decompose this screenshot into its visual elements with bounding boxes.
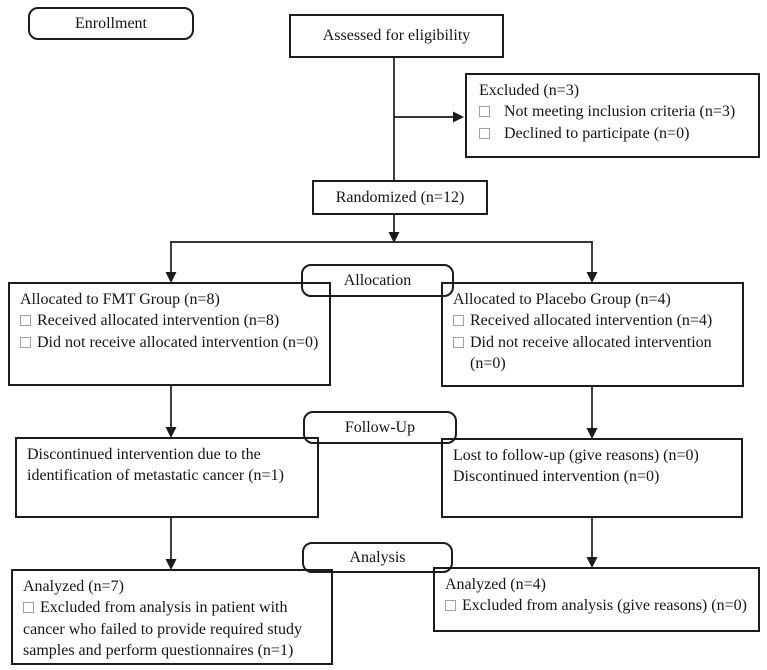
fmt-allocation-item: Did not receive allocated intervention (…: [20, 332, 321, 353]
fmt-allocation-title: Allocated to FMT Group (n=8): [20, 291, 220, 308]
stage-label-analysis: Analysis: [302, 542, 453, 573]
checkbox-icon: [20, 336, 31, 348]
excluded-item-text: Not meeting inclusion criteria (n=3): [504, 103, 736, 121]
assessed-text: Assessed for eligibility: [322, 27, 471, 45]
arrowhead-excluded: [453, 111, 464, 123]
checkbox-icon: [20, 315, 31, 327]
randomized-text: Randomized (n=12): [335, 188, 465, 206]
placebo-allocation-item-text: Received allocated intervention (n=4): [470, 312, 713, 330]
placebo-analysis-item: Excluded from analysis (give reasons) (n…: [445, 595, 750, 616]
arrowhead-placebo-analysis: [586, 557, 598, 568]
placebo-followup-box: Lost to follow-up (give reasons) (n=0) D…: [441, 438, 743, 518]
excluded-item: Not meeting inclusion criteria (n=3): [479, 101, 750, 122]
stage-label-text: Analysis: [349, 548, 406, 566]
placebo-allocation-box: Allocated to Placebo Group (n=4) Receive…: [441, 282, 744, 387]
placebo-analysis-item-text: Excluded from analysis (give reasons) (n…: [462, 597, 747, 615]
fmt-allocation-item-text: Did not receive allocated intervention (…: [37, 333, 319, 351]
excluded-box: Excluded (n=3) Not meeting inclusion cri…: [465, 73, 760, 158]
placebo-followup-line: Discontinued intervention (n=0): [453, 468, 660, 486]
placebo-allocation-item-text: Did not receive allocated intervention (…: [470, 333, 712, 372]
fmt-analysis-box: Analyzed (n=7) Excluded from analysis in…: [11, 569, 333, 665]
stage-label-follow-up: Follow-Up: [303, 411, 457, 444]
stage-label-enrollment: Enrollment: [28, 7, 194, 40]
arrowhead-placebo-followup: [586, 428, 598, 439]
checkbox-icon: [23, 602, 34, 614]
arrowhead-branch: [388, 232, 400, 243]
stage-label-allocation: Allocation: [301, 264, 454, 297]
randomized-box: Randomized (n=12): [312, 180, 488, 215]
fmt-allocation-item: Received allocated intervention (n=8): [20, 310, 321, 331]
checkbox-icon: [445, 600, 456, 612]
stage-label-text: Allocation: [343, 271, 412, 289]
assessed-for-eligibility-box: Assessed for eligibility: [289, 14, 504, 58]
excluded-item-text: Declined to participate (n=0): [504, 124, 690, 142]
checkbox-icon: [453, 315, 464, 327]
fmt-analysis-title: Analyzed (n=7): [23, 578, 124, 595]
placebo-followup-line: Lost to follow-up (give reasons) (n=0): [453, 447, 699, 464]
arrowhead-fmt-analysis: [165, 559, 177, 570]
checkbox-icon: [479, 106, 490, 118]
fmt-followup-text: Discontinued intervention due to the ide…: [27, 446, 284, 485]
fmt-analysis-item: Excluded from analysis in patient with c…: [23, 597, 323, 661]
excluded-title: Excluded (n=3): [479, 82, 580, 99]
placebo-analysis-title: Analyzed (n=4): [445, 576, 546, 593]
stage-label-text: Enrollment: [75, 14, 147, 32]
checkbox-icon: [453, 336, 464, 348]
stage-label-text: Follow-Up: [344, 418, 416, 436]
fmt-followup-box: Discontinued intervention due to the ide…: [15, 437, 319, 518]
placebo-allocation-title: Allocated to Placebo Group (n=4): [453, 291, 671, 308]
fmt-analysis-item-text: Excluded from analysis in patient with c…: [23, 599, 303, 659]
arrowhead-fmt-followup: [165, 427, 177, 438]
placebo-allocation-item: Did not receive allocated intervention (…: [453, 332, 734, 375]
excluded-item: Declined to participate (n=0): [479, 123, 750, 144]
fmt-allocation-item-text: Received allocated intervention (n=8): [37, 312, 280, 330]
arrowhead-placebo-allocation: [586, 272, 598, 283]
fmt-allocation-box: Allocated to FMT Group (n=8) Received al…: [8, 282, 331, 386]
arrowhead-fmt-allocation: [165, 272, 177, 283]
checkbox-icon: [479, 127, 490, 139]
placebo-analysis-box: Analyzed (n=4) Excluded from analysis (g…: [433, 567, 760, 632]
placebo-allocation-item: Received allocated intervention (n=4): [453, 310, 734, 331]
